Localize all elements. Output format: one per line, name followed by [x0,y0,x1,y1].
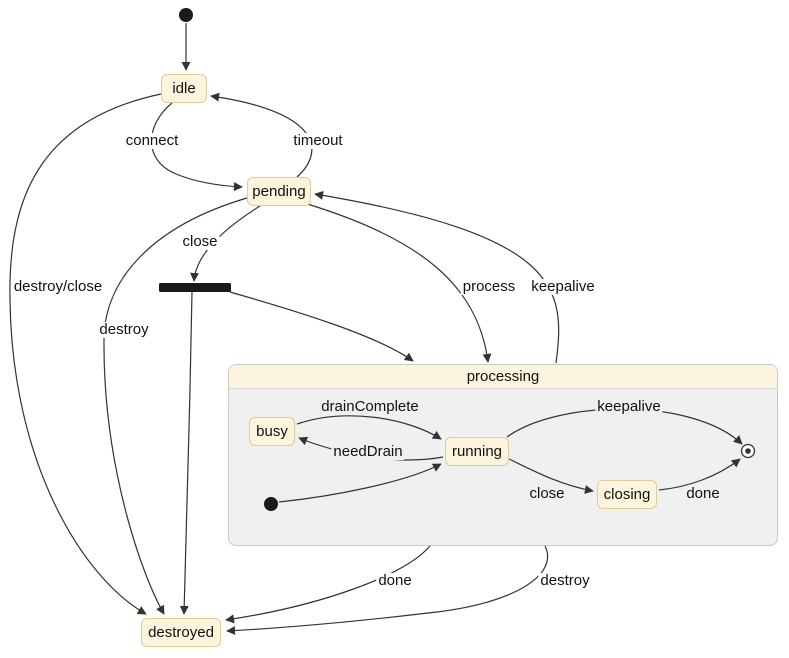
edge-idle-pending-connect [151,102,243,192]
edge-fork-processing [229,291,414,362]
edge-pending-destroyed-destroy [103,197,248,615]
edge-label-close-inner: close [527,485,567,502]
edge-running-closing-close [508,458,594,494]
edge-busy-running-draincomplete [296,415,442,440]
state-idle: idle [161,74,207,103]
edge-processing-pending-keepalive [314,190,560,364]
edge-label-keepalive-outer: keepalive [529,278,597,295]
edge-processing-destroyed-destroy [226,545,549,636]
edge-label-done-inner: done [684,485,722,502]
edge-innerstart-running [278,463,442,503]
edge-label-needdrain: needDrain [331,443,405,460]
edge-label-close: close [180,233,220,250]
edge-fork-destroyed [179,291,193,615]
edge-label-process: process [460,278,518,295]
edge-processing-destroyed-done [225,545,431,624]
edge-label-timeout: timeout [291,132,345,149]
edge-idle-destroyed-destroy-close [9,93,162,615]
state-closing: closing [597,480,657,509]
edge-label-keepalive-inner: keepalive [595,398,663,415]
state-running: running [445,437,509,466]
state-processing-title: processing [229,365,777,389]
state-pending: pending [247,177,311,206]
edge-pending-processing-process [303,202,492,363]
state-busy: busy [249,417,295,446]
edge-label-destroy-outer: destroy [538,572,592,589]
edge-closing-final-done [658,458,741,491]
initial-state-dot [179,8,193,22]
edge-label-done-outer: done [376,572,414,589]
final-state-inner-dot [745,448,751,454]
state-processing: processing [228,364,778,546]
edge-label-destroy-left: destroy [97,321,151,338]
edge-label-draincomplete: drainComplete [319,398,421,415]
inner-initial-state-dot [264,497,278,511]
state-destroyed: destroyed [141,618,221,647]
fork-join-bar [159,283,231,292]
edge-label-destroy-close: destroy/close [11,278,105,295]
edge-label-connect: connect [123,132,181,149]
